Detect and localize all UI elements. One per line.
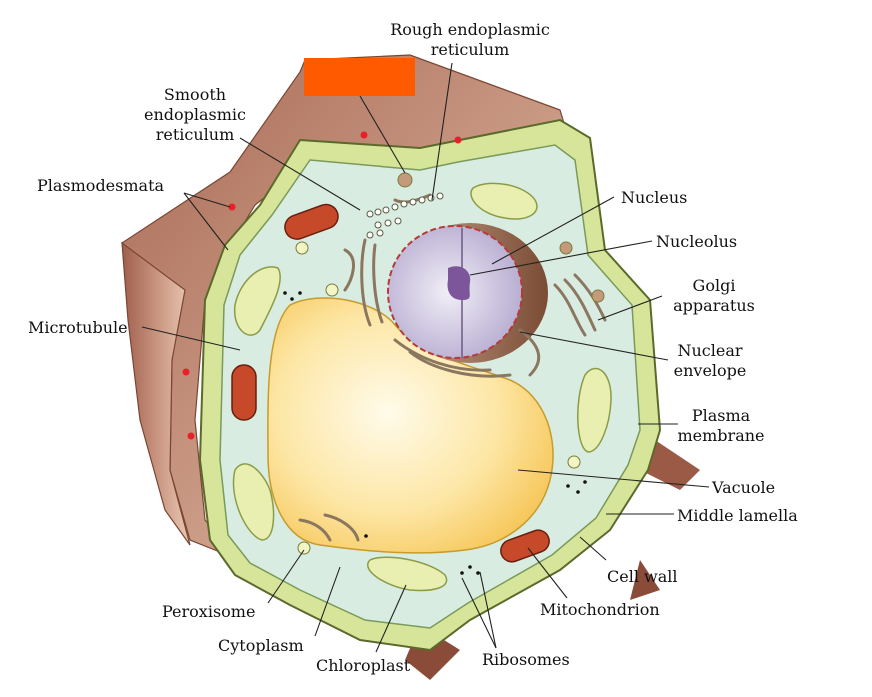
ribosome-dots bbox=[283, 291, 587, 575]
label-vacuole: Vacuole bbox=[712, 478, 776, 497]
red-dot-marker bbox=[182, 368, 190, 376]
nucleus-shape bbox=[387, 223, 548, 363]
red-dot-marker bbox=[187, 432, 195, 440]
leader-lines bbox=[141, 62, 710, 653]
red-dot-marker bbox=[228, 203, 236, 211]
red-dot-marker bbox=[454, 136, 462, 144]
label-plasmodesmata: Plasmodesmata bbox=[37, 176, 165, 195]
label-nucleolus: Nucleolus bbox=[656, 232, 738, 251]
vesicles bbox=[295, 172, 605, 555]
label-cell-wall: Cell wall bbox=[607, 567, 678, 586]
label-ribosomes: Ribosomes bbox=[482, 650, 570, 669]
label-chloroplast: Chloroplast bbox=[316, 656, 411, 675]
mitochondria bbox=[231, 203, 550, 563]
label-mitochondrion: Mitochondrion bbox=[540, 600, 660, 619]
orange-redaction-box bbox=[304, 58, 415, 96]
chloroplasts bbox=[232, 182, 612, 592]
red-dot-marker bbox=[360, 131, 368, 139]
label-cytoplasm: Cytoplasm bbox=[218, 636, 304, 655]
endoplasmic-reticulum bbox=[298, 193, 607, 542]
label-nucleus: Nucleus bbox=[621, 188, 688, 207]
label-microtubule: Microtubule bbox=[28, 318, 128, 337]
red-dot-markers bbox=[182, 131, 462, 440]
label-peroxisome: Peroxisome bbox=[162, 602, 256, 621]
label-middle-lamella: Middle lamella bbox=[677, 506, 798, 525]
